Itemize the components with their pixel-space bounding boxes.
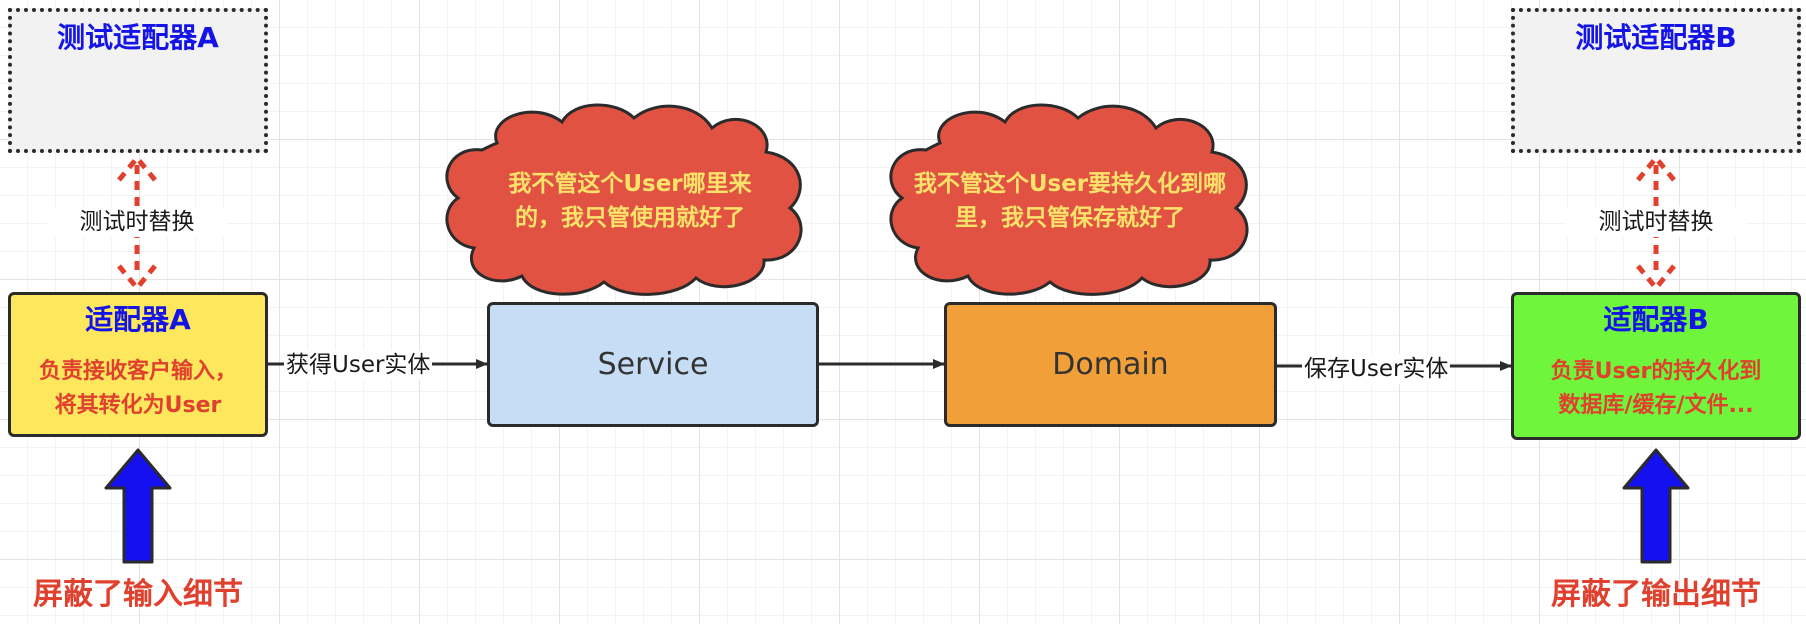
blue-up-arrow-right [1622, 448, 1690, 564]
domain-label: Domain [1052, 347, 1169, 382]
domain-box: Domain [944, 302, 1277, 427]
test-adapter-a-box: 测试适配器A [8, 8, 268, 153]
adapter-b-description: 负责User的持久化到 数据库/缓存/文件... [1550, 359, 1762, 418]
footer-hide-output-details: 屏蔽了输出细节 [1551, 577, 1761, 612]
service-box: Service [487, 302, 819, 427]
label-replace-on-test-left: 测试时替换 [47, 207, 227, 237]
cloud-domain-text: 我不管这个User要持久化到哪 里，我只管保存就好了 [913, 171, 1227, 231]
test-adapter-b-title: 测试适配器B [1575, 21, 1737, 54]
label-replace-on-test-right: 测试时替换 [1566, 207, 1746, 237]
cloud-service [445, 103, 803, 296]
adapter-a-box: 适配器A 负责接收客户输入， 将其转化为User [8, 292, 268, 437]
blue-up-arrow-left [104, 448, 172, 564]
test-adapter-b-box: 测试适配器B [1511, 8, 1801, 153]
adapter-b-title: 适配器B [1603, 303, 1709, 336]
cloud-service-text: 我不管这个User哪里来 的，我只管使用就好了 [508, 171, 752, 231]
service-label: Service [597, 347, 709, 382]
adapter-a-title: 适配器A [85, 303, 191, 336]
test-adapter-a-title: 测试适配器A [57, 21, 219, 54]
adapter-a-description: 负责接收客户输入， 将其转化为User [38, 359, 237, 418]
cloud-domain [889, 103, 1249, 296]
adapter-b-box: 适配器B 负责User的持久化到 数据库/缓存/文件... [1511, 292, 1801, 440]
edge-label-save-user-entity: 保存User实体 [1302, 354, 1451, 384]
footer-hide-input-details: 屏蔽了输入细节 [33, 577, 243, 612]
edge-label-get-user-entity: 获得User实体 [284, 350, 433, 380]
